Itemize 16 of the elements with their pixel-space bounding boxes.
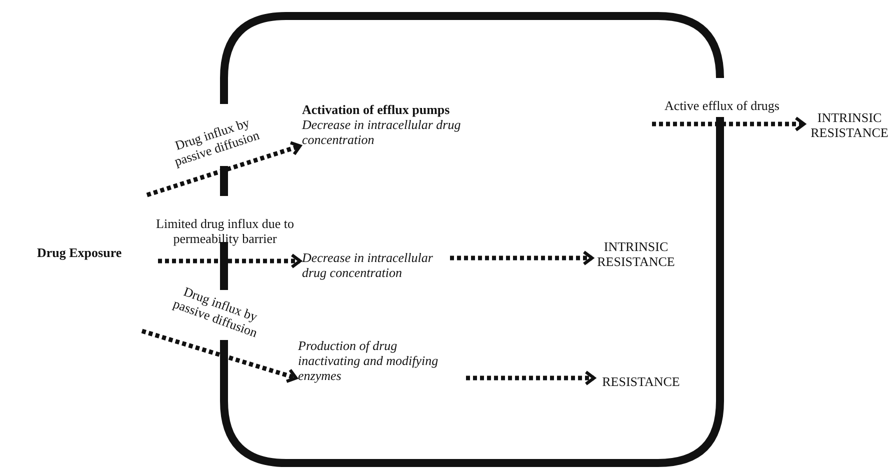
node-text: INTRINSIC RESISTANCE — [596, 239, 676, 269]
arrow — [141, 328, 298, 383]
node-text: Decrease in intracellular drug concentration — [302, 117, 462, 147]
node-text: INTRINSIC RESISTANCE — [810, 110, 890, 140]
arrow — [450, 250, 594, 266]
node-text: RESISTANCE — [601, 374, 681, 389]
arrow — [158, 253, 302, 269]
edge-label: Active efflux of drugs — [664, 98, 780, 113]
arrow — [652, 116, 806, 132]
arrow — [466, 370, 596, 386]
arrow — [146, 141, 302, 198]
label-text: Drug Exposure — [37, 245, 122, 260]
heading-text: Activation of efflux pumps — [302, 102, 451, 117]
node-text: Decrease in intracellular drug concentration — [302, 250, 434, 280]
node-text: Production of drug inactivating and modifying enzymes — [298, 338, 440, 383]
edge-label: Drug influx by passive diffusion — [172, 114, 262, 171]
